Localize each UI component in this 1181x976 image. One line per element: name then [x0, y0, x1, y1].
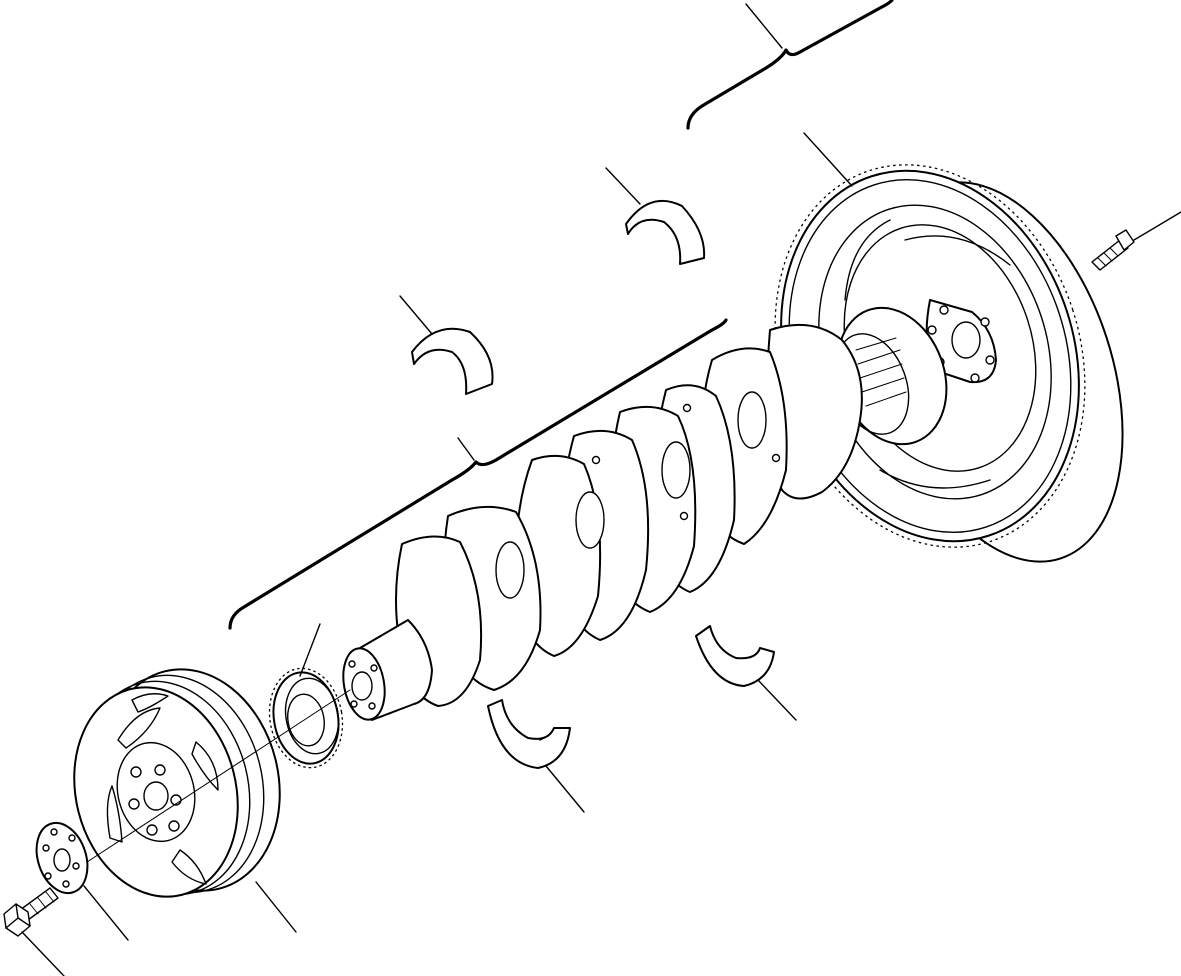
flywheel-bracket-leader — [745, 3, 783, 49]
upper-bearing-shell-1-leader — [605, 167, 641, 205]
timing-gear-leader — [299, 623, 321, 677]
upper-bearing-shell-2-leader — [399, 295, 433, 335]
upper-bearing-shell-2 — [399, 295, 494, 395]
crankshaft-group-bracket — [228, 318, 728, 630]
lower-bearing-shell-2-leader — [545, 765, 585, 813]
flywheel-leader — [803, 132, 853, 187]
pulley-washer-leader — [83, 885, 129, 941]
flywheel-bolt — [1091, 211, 1181, 271]
lower-bearing-shell-1 — [695, 625, 797, 721]
lower-bearing-shell-2 — [487, 699, 585, 813]
lower-bearing-shell-1-leader — [757, 679, 797, 721]
pulley-washer — [35, 821, 129, 941]
crankshaft-bracket-leader — [457, 437, 475, 461]
upper-bearing-shell-1 — [605, 167, 706, 265]
flywheel-group-bracket — [686, 0, 894, 130]
crankshaft — [342, 306, 948, 721]
pulley-leader — [255, 881, 297, 933]
flywheel-bolt-leader — [1133, 211, 1181, 241]
pulley-bolt-leader — [21, 931, 65, 976]
pulley — [73, 668, 351, 933]
pulley-bolt — [3, 887, 65, 976]
pulley-axis-line — [83, 689, 351, 865]
timing-gear — [268, 623, 344, 769]
